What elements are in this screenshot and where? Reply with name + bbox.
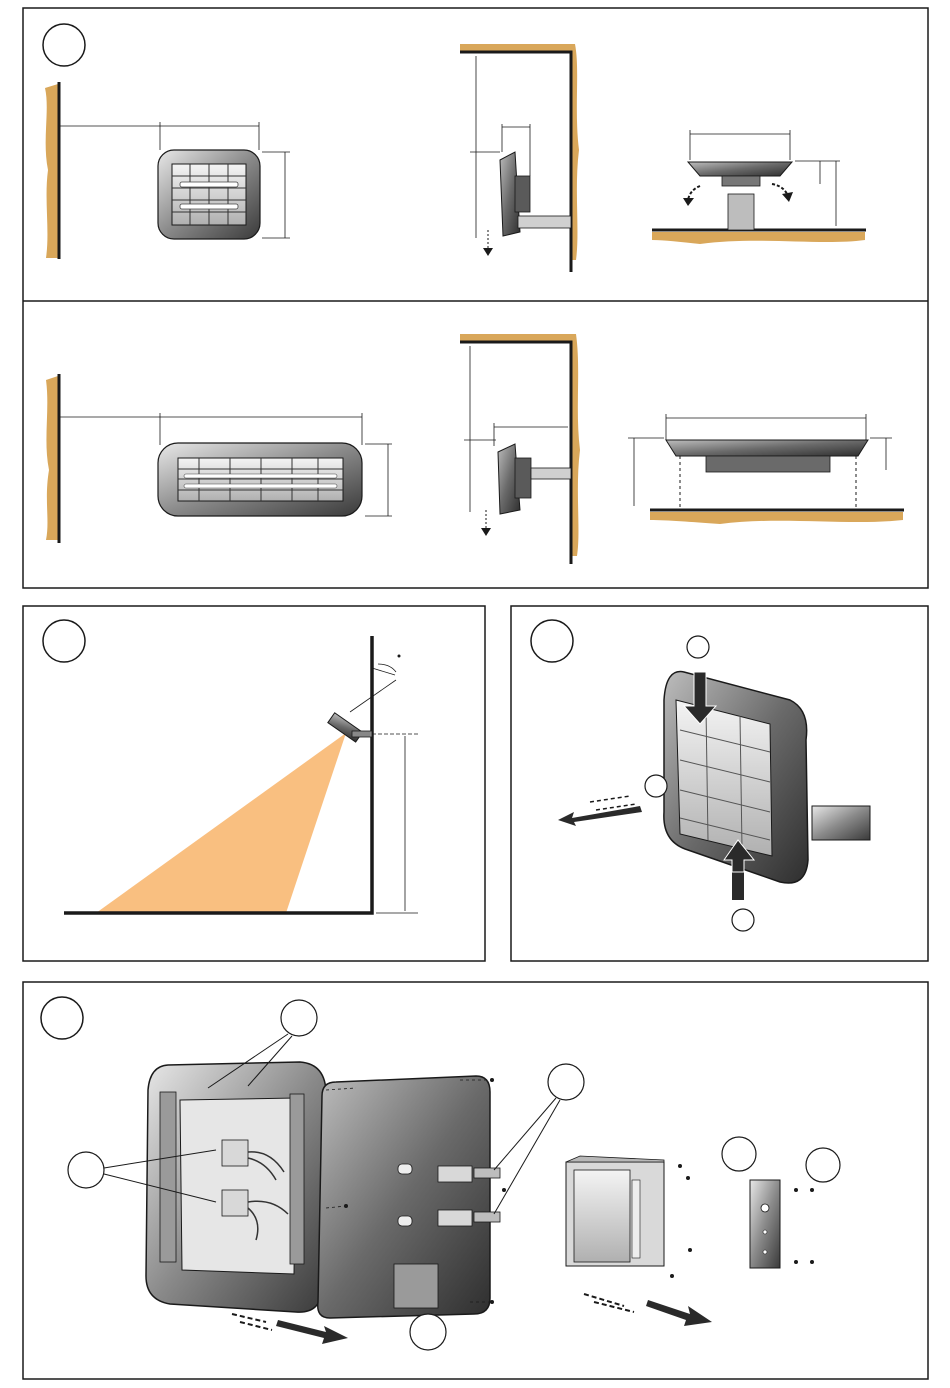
screw [490,1300,494,1304]
plate-hole [761,1204,769,1212]
wall-bracket [812,806,870,840]
cable-hole [398,1216,412,1226]
bracket-slot [438,1210,472,1226]
heating-element [180,182,238,187]
degree-mark [398,655,401,658]
screw [490,1078,494,1082]
panel-2 [23,606,485,961]
screw [502,1188,506,1192]
callout-circle [281,1000,317,1036]
heater-body [666,440,868,456]
panel-3 [511,606,928,961]
large-heater-side-bracket [460,334,580,564]
leader-line [494,1100,560,1214]
step-callout-circle [43,620,85,662]
callout-circle [410,1314,446,1350]
bracket-slot [632,1180,640,1258]
bracket-slot [438,1166,472,1182]
housing-interior [180,1098,296,1274]
wall-section [46,376,58,540]
pull-arrow-icon [558,806,642,826]
wall-mounted-heater [328,713,363,742]
housing-side-rail [160,1092,176,1262]
leader-line [494,1098,556,1170]
wall-bracket [518,216,571,228]
ceiling-section [652,232,865,244]
bracket-top [566,1156,664,1162]
step-callout-circle [41,997,83,1039]
screws [670,1164,692,1278]
screw [344,1204,348,1208]
heater-box [706,456,830,472]
wall-section [45,84,58,258]
housing-side-rail [290,1094,304,1264]
heater-back [515,176,530,212]
small-heater-ceiling-mount [652,130,866,244]
plate-hole [763,1230,767,1234]
heating-element [184,484,337,488]
angle-line [372,668,395,675]
down-arrow-icon [483,248,493,256]
wall-ceiling-section [460,334,580,556]
heater-grille [676,700,772,856]
large-heater-wall-clearance [46,374,392,543]
plate-hole [763,1250,767,1254]
ceiling-bracket [728,194,754,230]
wall-bracket [531,468,571,479]
callout-circle [548,1064,584,1100]
screws [794,1188,814,1264]
heat-cone [96,733,346,913]
callout-circle [687,636,709,658]
callout-circle [732,909,754,931]
terminal-block [222,1140,248,1166]
step-callout-circle [531,620,573,662]
push-arrow-icon [732,872,744,900]
rotate-arrow-icon [688,186,700,200]
panel-4 [23,982,928,1379]
large-heater-ceiling-mount [628,414,904,524]
callout-circle [68,1152,104,1188]
heater-box [722,176,760,186]
heater-back [515,458,531,498]
mount-tab [474,1212,500,1222]
heat-cone-angle [64,636,420,913]
exploded-assembly [68,1000,840,1350]
terminal-block [222,1190,248,1216]
small-heater-wall-clearance [45,82,290,259]
cable-hole [398,1164,412,1174]
mount-bracket [352,731,372,737]
heating-element [180,204,238,209]
wall-plate [750,1180,780,1268]
callout-circle [645,775,667,797]
rotate-arrow-icon [683,198,694,206]
small-heater-side-bracket [460,44,579,272]
junction-box [394,1264,438,1308]
panel-1 [23,8,928,588]
ceiling-section [650,512,903,524]
heater-body [688,162,792,176]
mount-tab [474,1168,500,1178]
motion-lines [232,1314,272,1330]
callout-circle [806,1148,840,1182]
heating-element [184,474,337,478]
step-callout-circle [43,24,85,66]
pull-arrow-icon [276,1320,348,1344]
callout-circle [722,1137,756,1171]
bracket-face [574,1170,630,1262]
down-arrow-icon [481,528,491,536]
pull-arrow-icon [646,1300,712,1326]
grille-removal [558,636,870,931]
motion-lines [590,796,636,810]
motion-lines [584,1294,634,1312]
rotate-arrow-icon [782,192,793,202]
